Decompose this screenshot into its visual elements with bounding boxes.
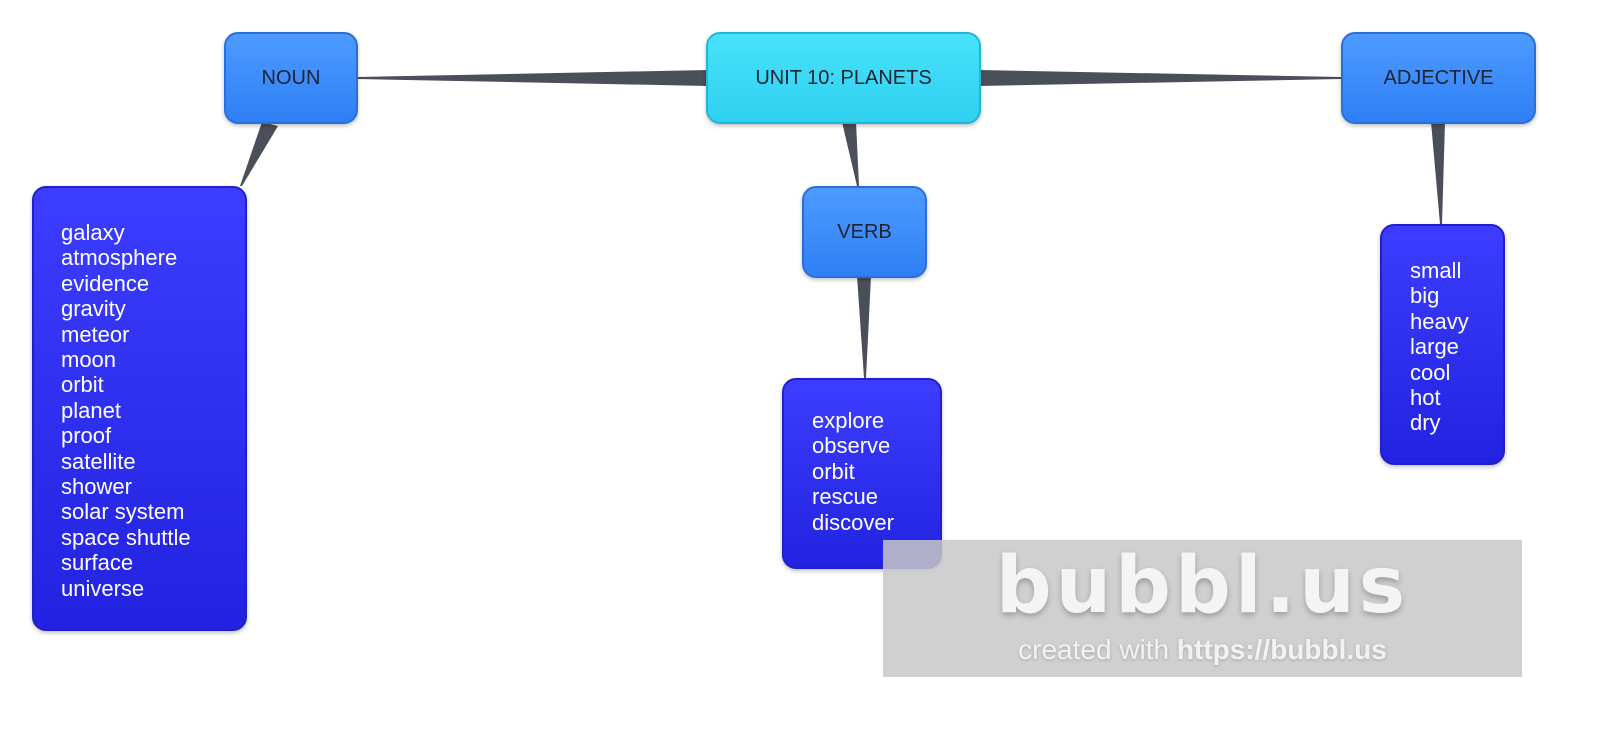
adjective-label: ADJECTIVE <box>1383 66 1494 89</box>
list-item: large <box>1410 334 1459 360</box>
list-item: explore <box>812 408 885 433</box>
root-label: UNIT 10: PLANETS <box>755 66 932 89</box>
verb-list-node[interactable]: explore observe orbit rescue discover <box>782 378 942 569</box>
list-item: heavy <box>1410 308 1469 334</box>
list-item: discover <box>812 509 894 535</box>
list-item: rescue <box>812 484 879 510</box>
connector-noun-list <box>240 122 278 186</box>
list-item: observe <box>812 433 891 459</box>
noun-node[interactable]: NOUN <box>224 32 358 124</box>
list-item: orbit <box>61 372 104 398</box>
adjective-list-node[interactable]: small big heavy large cool hot dry <box>1380 224 1505 465</box>
root-node[interactable]: UNIT 10: PLANETS <box>706 32 981 124</box>
list-item: moon <box>61 347 117 373</box>
connector-root-noun <box>357 70 708 86</box>
list-item: hot <box>1410 385 1441 411</box>
list-item: big <box>1410 283 1440 309</box>
watermark-url[interactable]: https://bubbl.us <box>1176 634 1387 665</box>
list-item: planet <box>61 397 121 423</box>
list-item: satellite <box>61 448 136 474</box>
list-item: space shuttle <box>61 524 191 550</box>
list-item: atmosphere <box>61 245 178 271</box>
watermark-prefix: created with <box>1018 634 1170 665</box>
list-item: evidence <box>61 270 150 296</box>
list-item: small <box>1410 258 1462 283</box>
list-item: meteor <box>61 321 130 347</box>
connector-verb-list <box>857 276 871 378</box>
list-item: galaxy <box>61 220 125 245</box>
connector-root-verb <box>842 122 859 186</box>
verb-label: VERB <box>837 220 892 243</box>
list-item: universe <box>61 575 145 601</box>
noun-list-node[interactable]: galaxy atmosphere evidence gravity meteo… <box>32 186 247 631</box>
noun-label: NOUN <box>261 66 321 89</box>
list-item: gravity <box>61 296 126 322</box>
watermark-logo: bubbl.us <box>995 541 1410 631</box>
adjective-node[interactable]: ADJECTIVE <box>1341 32 1536 124</box>
list-item: shower <box>61 474 132 500</box>
list-item: proof <box>61 423 112 449</box>
connector-root-adjective <box>979 70 1341 86</box>
watermark-caption: created with https://bubbl.us <box>883 632 1522 668</box>
list-item: cool <box>1410 359 1451 385</box>
verb-node[interactable]: VERB <box>802 186 927 278</box>
watermark: bubbl.us created with https://bubbl.us <box>883 540 1522 677</box>
list-item: dry <box>1410 410 1441 436</box>
list-item: surface <box>61 550 134 576</box>
list-item: solar system <box>61 499 185 525</box>
connector-adjective-list <box>1431 122 1445 224</box>
list-item: orbit <box>812 458 855 484</box>
